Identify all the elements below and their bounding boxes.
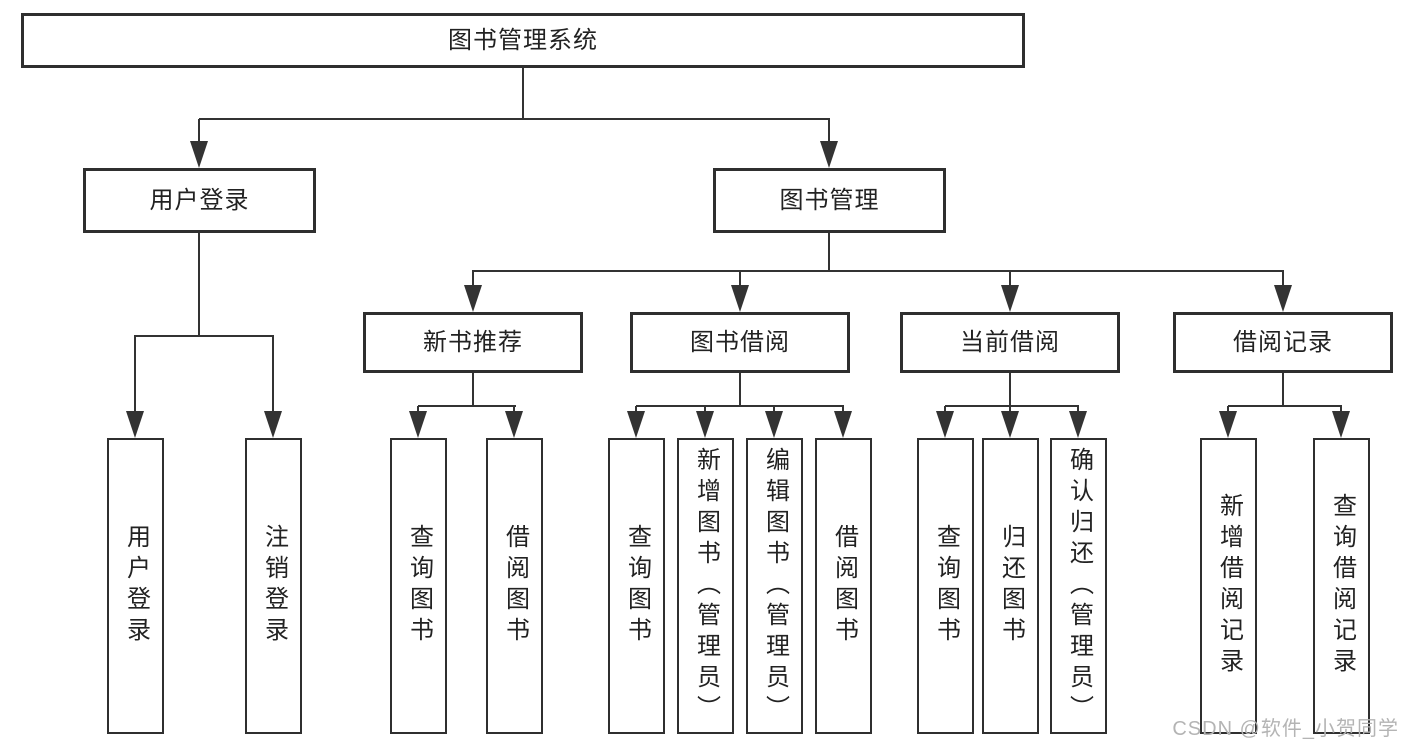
leaf-current-query-label: 查询图书 [932, 524, 960, 648]
connector-line [739, 271, 741, 286]
connector-line [134, 335, 274, 337]
leaf-borrow-query-label: 查询图书 [623, 524, 651, 648]
watermark: CSDN @软件_小贺同学 [1172, 718, 1399, 740]
connector-line [272, 336, 274, 411]
arrow-down-icon [1219, 411, 1237, 438]
connector-line [1009, 406, 1011, 412]
leaf-user-login-label: 用户登录 [122, 524, 150, 648]
connector-line [472, 271, 474, 286]
arrow-down-icon [464, 285, 482, 312]
arrow-down-icon [731, 285, 749, 312]
arrow-down-icon [627, 411, 645, 438]
leaf-records-add-label: 新增借阅记录 [1215, 493, 1243, 679]
node-book-borrow-label: 图书借阅 [690, 328, 790, 356]
leaf-borrow-add-admin: 新增图书（管理员） [677, 438, 734, 734]
leaf-borrow-query: 查询图书 [608, 438, 665, 734]
node-book-management-label: 图书管理 [779, 186, 880, 214]
leaf-records-query-label: 查询借阅记录 [1328, 493, 1356, 679]
arrow-down-icon [409, 411, 427, 438]
arrow-down-icon [1332, 411, 1350, 438]
connector-line [944, 406, 946, 412]
leaf-newbook-query: 查询图书 [390, 438, 447, 734]
connector-line [1228, 405, 1342, 407]
connector-line [198, 119, 200, 142]
node-book-management: 图书管理 [713, 168, 946, 233]
leaf-records-query: 查询借阅记录 [1313, 438, 1370, 734]
node-book-borrow: 图书借阅 [630, 312, 850, 373]
connector-line [1282, 373, 1284, 406]
node-borrow-records-label: 借阅记录 [1233, 328, 1333, 356]
connector-line [1227, 406, 1229, 412]
arrow-down-icon [936, 411, 954, 438]
connector-line [828, 233, 830, 271]
node-new-book-recommend: 新书推荐 [363, 312, 583, 373]
arrow-down-icon [505, 411, 523, 438]
connector-line [1340, 406, 1342, 412]
connector-line [417, 406, 419, 412]
leaf-current-query: 查询图书 [917, 438, 974, 734]
arrow-down-icon [834, 411, 852, 438]
connector-line [739, 373, 741, 406]
connector-line [636, 405, 844, 407]
node-current-borrow: 当前借阅 [900, 312, 1120, 373]
connector-line [773, 406, 775, 412]
arrow-down-icon [264, 411, 282, 438]
arrow-down-icon [765, 411, 783, 438]
connector-line [198, 233, 200, 336]
leaf-borrow-borrow-label: 借阅图书 [830, 524, 858, 648]
leaf-newbook-borrow: 借阅图书 [486, 438, 543, 734]
leaf-current-return: 归还图书 [982, 438, 1039, 734]
connector-line [828, 119, 830, 142]
arrow-down-icon [696, 411, 714, 438]
leaf-user-login: 用户登录 [107, 438, 164, 734]
leaf-current-return-label: 归还图书 [997, 524, 1025, 648]
leaf-logout: 注销登录 [245, 438, 302, 734]
arrow-down-icon [1069, 411, 1087, 438]
connector-line [513, 406, 515, 412]
connector-line [522, 68, 524, 119]
connector-line [199, 118, 830, 120]
leaf-current-confirm-admin: 确认归还（管理员） [1050, 438, 1107, 734]
node-root-label: 图书管理系统 [448, 26, 598, 54]
connector-line [1009, 271, 1011, 286]
leaf-borrow-edit-admin: 编辑图书（管理员） [746, 438, 803, 734]
connector-line [1009, 373, 1011, 406]
arrow-down-icon [1001, 285, 1019, 312]
node-root-system: 图书管理系统 [21, 13, 1025, 68]
node-current-borrow-label: 当前借阅 [960, 328, 1060, 356]
connector-line [1282, 271, 1284, 286]
node-user-login: 用户登录 [83, 168, 316, 233]
arrow-down-icon [126, 411, 144, 438]
connector-line [472, 373, 474, 406]
connector-line [418, 405, 516, 407]
connector-line [842, 406, 844, 412]
arrow-down-icon [820, 141, 838, 168]
leaf-newbook-borrow-label: 借阅图书 [501, 524, 529, 648]
arrow-down-icon [190, 141, 208, 168]
connector-line [1077, 406, 1079, 412]
arrow-down-icon [1274, 285, 1292, 312]
connector-line [472, 270, 1284, 272]
connector-line [704, 406, 706, 412]
connector-line [945, 405, 1079, 407]
connector-line [635, 406, 637, 412]
leaf-borrow-add-admin-label: 新增图书（管理员） [692, 446, 720, 726]
connector-line [134, 336, 136, 411]
node-new-book-recommend-label: 新书推荐 [423, 328, 523, 356]
leaf-current-confirm-admin-label: 确认归还（管理员） [1065, 446, 1093, 726]
leaf-records-add: 新增借阅记录 [1200, 438, 1257, 734]
leaf-logout-label: 注销登录 [260, 524, 288, 648]
node-user-login-label: 用户登录 [149, 186, 250, 214]
leaf-newbook-query-label: 查询图书 [405, 524, 433, 648]
arrow-down-icon [1001, 411, 1019, 438]
leaf-borrow-edit-admin-label: 编辑图书（管理员） [761, 446, 789, 726]
node-borrow-records: 借阅记录 [1173, 312, 1393, 373]
leaf-borrow-borrow: 借阅图书 [815, 438, 872, 734]
